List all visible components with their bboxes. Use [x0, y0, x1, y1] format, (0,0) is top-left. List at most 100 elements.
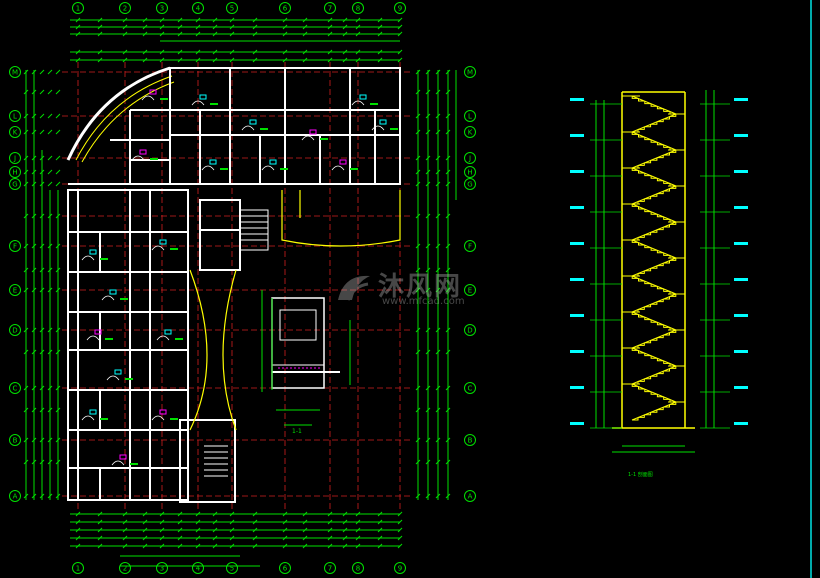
stair-plan-upper	[239, 209, 269, 251]
svg-text:L: L	[468, 113, 472, 121]
svg-text:M: M	[467, 69, 473, 77]
svg-text:K: K	[13, 129, 18, 137]
axis-bubble-left: B	[9, 434, 21, 446]
axis-bubble-bottom: 8	[352, 562, 364, 574]
svg-text:5: 5	[230, 5, 234, 13]
svg-text:H: H	[467, 169, 472, 177]
axis-bubble-left: H	[9, 166, 21, 178]
stair-section-caption: 1-1 剖面图	[628, 471, 653, 478]
svg-text:G: G	[467, 181, 472, 189]
axis-bubble-right: A	[464, 490, 476, 502]
svg-text:6: 6	[283, 5, 288, 13]
svg-text:1: 1	[76, 565, 80, 573]
svg-text:9: 9	[398, 565, 402, 573]
axis-bubble-bottom: 9	[394, 562, 406, 574]
axis-bubble-left: G	[9, 178, 21, 190]
svg-text:4: 4	[196, 565, 201, 573]
svg-text:E: E	[468, 287, 472, 295]
axis-bubble-left: L	[9, 110, 21, 122]
svg-text:K: K	[468, 129, 473, 137]
svg-text:A: A	[13, 493, 18, 501]
svg-text:A: A	[468, 493, 473, 501]
svg-text:D: D	[12, 327, 17, 335]
axis-bubble-right: L	[464, 110, 476, 122]
svg-text:F: F	[13, 243, 17, 251]
svg-text:E: E	[13, 287, 17, 295]
left-dimension-lines	[25, 70, 59, 500]
axis-bubble-bottom: 6	[279, 562, 291, 574]
svg-text:2: 2	[123, 565, 127, 573]
axis-bubble-bottom: 3	[156, 562, 168, 574]
svg-text:8: 8	[356, 5, 360, 13]
svg-text:M: M	[12, 69, 18, 77]
axis-bubble-right: M	[464, 66, 476, 78]
svg-text:J: J	[468, 155, 471, 163]
axis-bubble-right: H	[464, 166, 476, 178]
stair-section-frame	[612, 91, 695, 429]
upper-wing-walls	[66, 66, 401, 185]
stair-flights	[622, 95, 685, 421]
svg-text:L: L	[13, 113, 17, 121]
svg-text:6: 6	[283, 565, 288, 573]
axis-bubble-top: 2	[119, 2, 131, 14]
axis-bubble-bottom: 7	[324, 562, 336, 574]
svg-text:C: C	[468, 385, 473, 393]
axis-bubble-top: 9	[394, 2, 406, 14]
section-caption: 1-1	[292, 428, 302, 435]
axis-bubble-top: 4	[192, 2, 204, 14]
axis-bubble-right: C	[464, 382, 476, 394]
axis-bubble-right: K	[464, 126, 476, 138]
axis-bubble-top: 7	[324, 2, 336, 14]
svg-text:1: 1	[76, 5, 80, 13]
axis-bubble-left: D	[9, 324, 21, 336]
axis-bubble-right: E	[464, 284, 476, 296]
axis-bubble-bottom: 1	[72, 562, 84, 574]
sheet-border	[810, 0, 812, 578]
axis-bubble-top: 8	[352, 2, 364, 14]
svg-text:D: D	[467, 327, 472, 335]
axis-bubble-bottom: 5	[226, 562, 238, 574]
axis-bubble-right: B	[464, 434, 476, 446]
axis-bubble-left: F	[9, 240, 21, 252]
axis-bubble-left: M	[9, 66, 21, 78]
corridor-outline	[189, 269, 237, 431]
svg-text:8: 8	[356, 565, 360, 573]
svg-text:C: C	[13, 385, 18, 393]
svg-text:5: 5	[230, 565, 234, 573]
axis-bubble-left: A	[9, 490, 21, 502]
axis-bubble-top: 6	[279, 2, 291, 14]
svg-text:J: J	[13, 155, 16, 163]
axis-bubble-top: 5	[226, 2, 238, 14]
svg-text:F: F	[468, 243, 472, 251]
svg-text:G: G	[12, 181, 17, 189]
svg-text:H: H	[12, 169, 17, 177]
svg-text:9: 9	[398, 5, 402, 13]
svg-text:7: 7	[328, 565, 332, 573]
axis-bubble-left: K	[9, 126, 21, 138]
fixtures	[81, 89, 398, 466]
axis-bubble-left: C	[9, 382, 21, 394]
svg-text:B: B	[468, 437, 473, 445]
axis-bubble-right: F	[464, 240, 476, 252]
svg-text:3: 3	[160, 5, 164, 13]
svg-text:4: 4	[196, 5, 201, 13]
axis-bubble-right: J	[464, 152, 476, 164]
axis-bubble-top: 1	[72, 2, 84, 14]
axis-bubble-left: E	[9, 284, 21, 296]
svg-text:3: 3	[160, 565, 164, 573]
axis-bubble-bottom: 4	[192, 562, 204, 574]
stair-level-marks	[570, 98, 748, 429]
section-detail	[261, 290, 351, 426]
stair-plan-lower	[204, 445, 228, 477]
axis-bubble-bottom: 2	[119, 562, 131, 574]
svg-text:B: B	[13, 437, 18, 445]
lobby-outline	[281, 190, 401, 247]
stair-section-dimensions	[595, 90, 715, 453]
axis-bubble-right: D	[464, 324, 476, 336]
svg-text:2: 2	[123, 5, 127, 13]
axis-bubble-right: G	[464, 178, 476, 190]
axis-bubble-top: 3	[156, 2, 168, 14]
svg-text:7: 7	[328, 5, 332, 13]
